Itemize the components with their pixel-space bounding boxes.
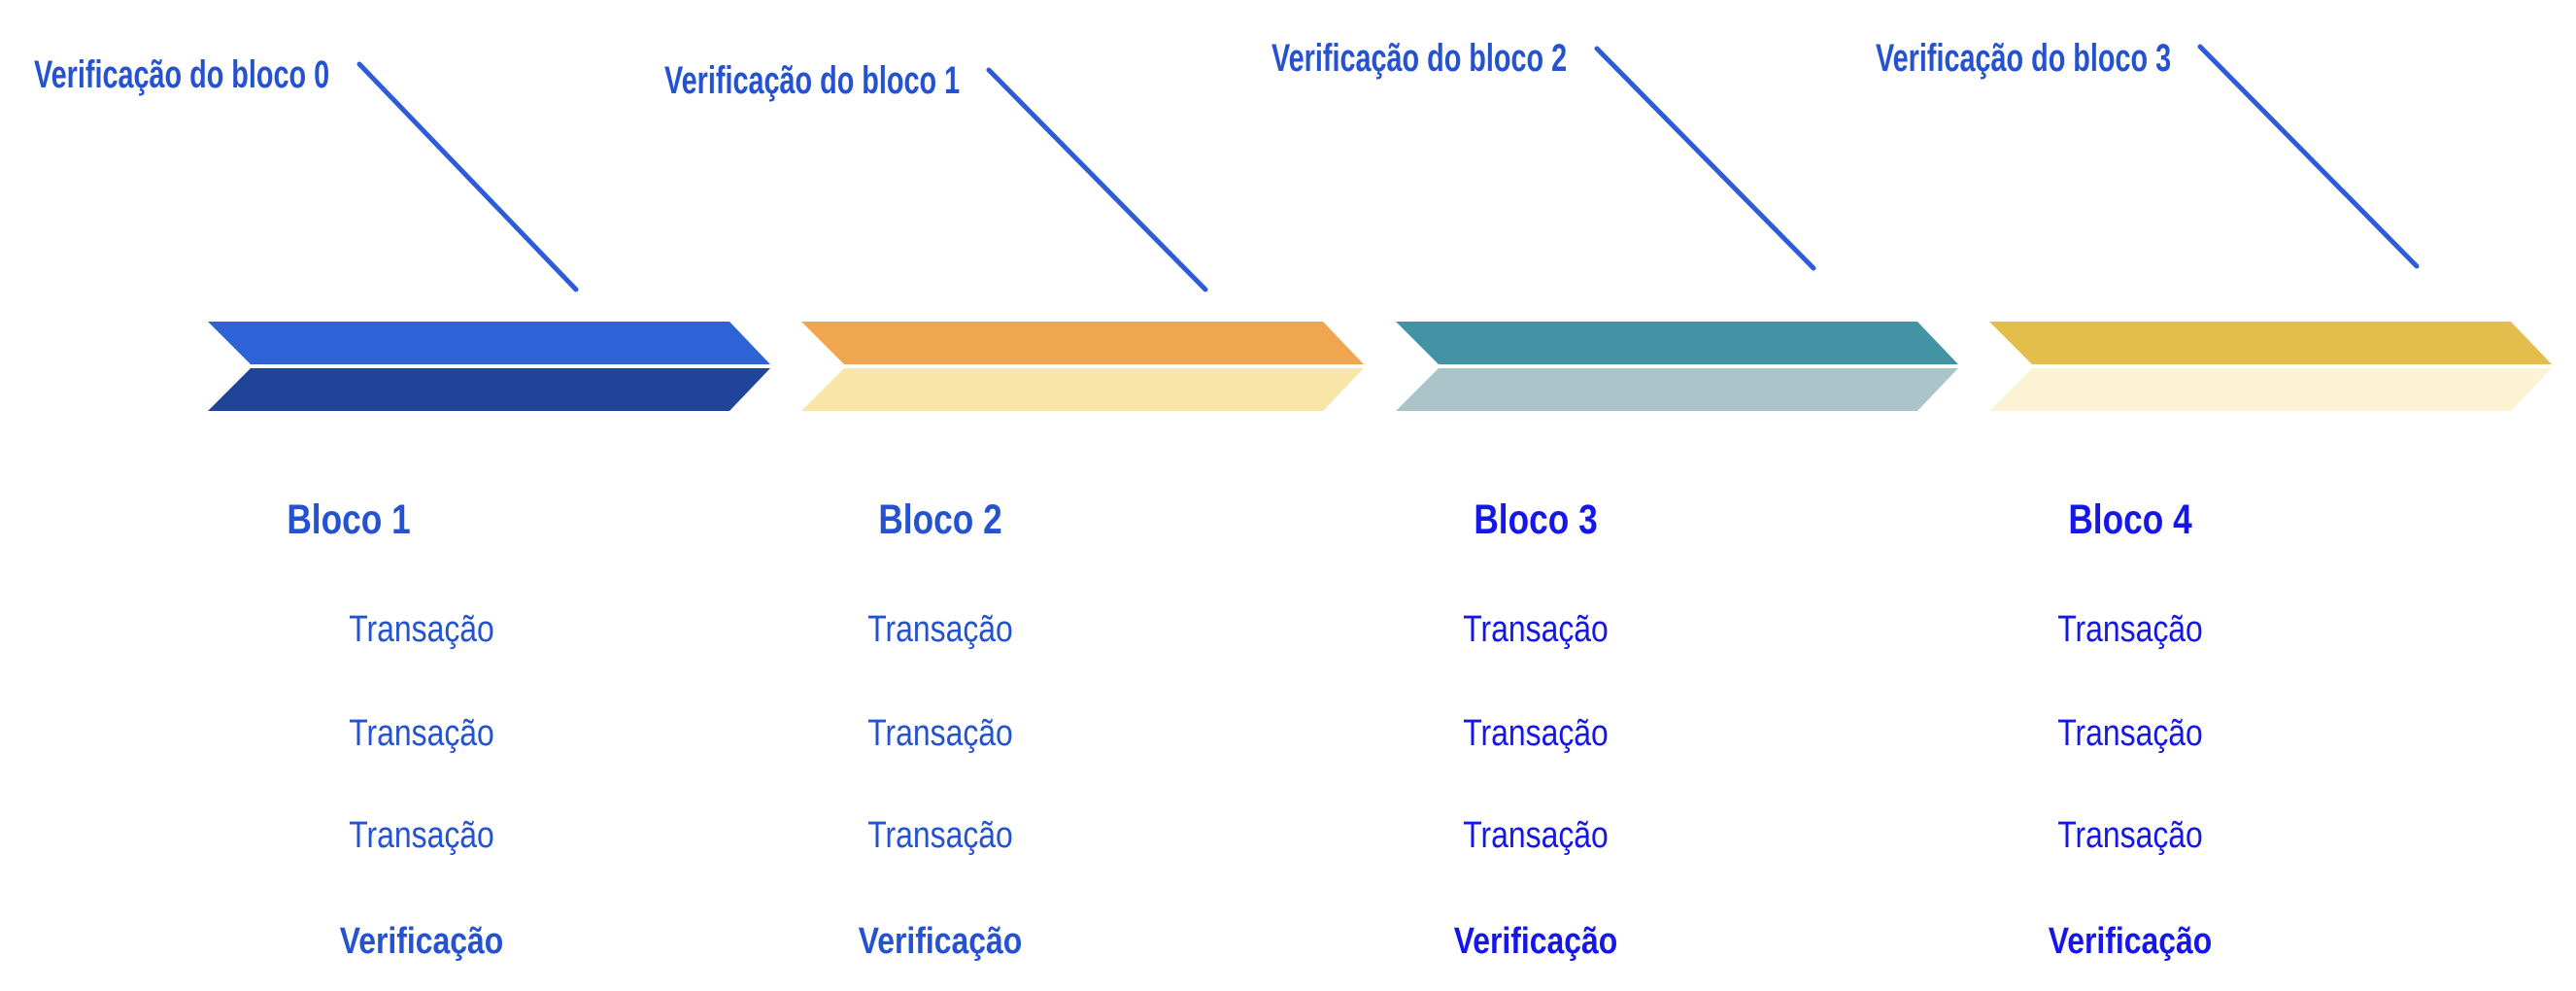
verification-label-0: Verificação do bloco 0 (34, 53, 330, 96)
transaction-row: Transação (1463, 713, 1609, 754)
verification-line-2 (1594, 46, 1816, 271)
block-4-arrow-bottom (1989, 368, 2552, 411)
block-4-arrow-top (1989, 322, 2552, 364)
transaction-row: Transação (867, 609, 1013, 650)
block-4-column: Bloco 4 Transação Transação Transação Ve… (1960, 0, 2300, 991)
transaction-row: Transação (867, 815, 1013, 856)
block-1-verification: Verificação (339, 921, 504, 962)
verification-label-2: Verificação do bloco 2 (1271, 37, 1568, 80)
block-3-arrow-bottom (1396, 368, 1958, 411)
block-2-arrow-bottom (801, 368, 1364, 411)
transaction-row: Transação (2057, 713, 2203, 754)
block-3-column: Bloco 3 Transação Transação Transação Ve… (1366, 0, 1706, 991)
transaction-row: Transação (1463, 815, 1609, 856)
block-2-column: Bloco 2 Transação Transação Transação Ve… (770, 0, 1110, 991)
verification-label-1: Verificação do bloco 1 (664, 59, 961, 102)
block-1-arrow-top (208, 322, 770, 364)
transaction-row: Transação (349, 815, 494, 856)
block-1-arrow-bottom (208, 368, 770, 411)
block-2-arrow-top (801, 322, 1364, 364)
verification-line-1 (986, 67, 1208, 292)
verification-line-0 (356, 61, 579, 292)
block-2-verification: Verificação (858, 921, 1023, 962)
block-4-verification: Verificação (2048, 921, 2213, 962)
block-3-title: Bloco 3 (1474, 496, 1598, 543)
transaction-row: Transação (349, 713, 494, 754)
block-3-arrow-top (1396, 322, 1958, 364)
transaction-row: Transação (867, 713, 1013, 754)
transaction-row: Transação (2057, 609, 2203, 650)
verification-label-3: Verificação do bloco 3 (1876, 37, 2172, 80)
transaction-row: Transação (1463, 609, 1609, 650)
transaction-row: Transação (349, 609, 494, 650)
block-4-title: Bloco 4 (2068, 496, 2192, 543)
verification-line-3 (2197, 44, 2420, 269)
block-1-title: Bloco 1 (287, 496, 411, 543)
block-1-column: Bloco 1 Transação Transação Transação Ve… (252, 0, 592, 991)
block-2-title: Bloco 2 (878, 496, 1002, 543)
block-3-verification: Verificação (1453, 921, 1618, 962)
transaction-row: Transação (2057, 815, 2203, 856)
